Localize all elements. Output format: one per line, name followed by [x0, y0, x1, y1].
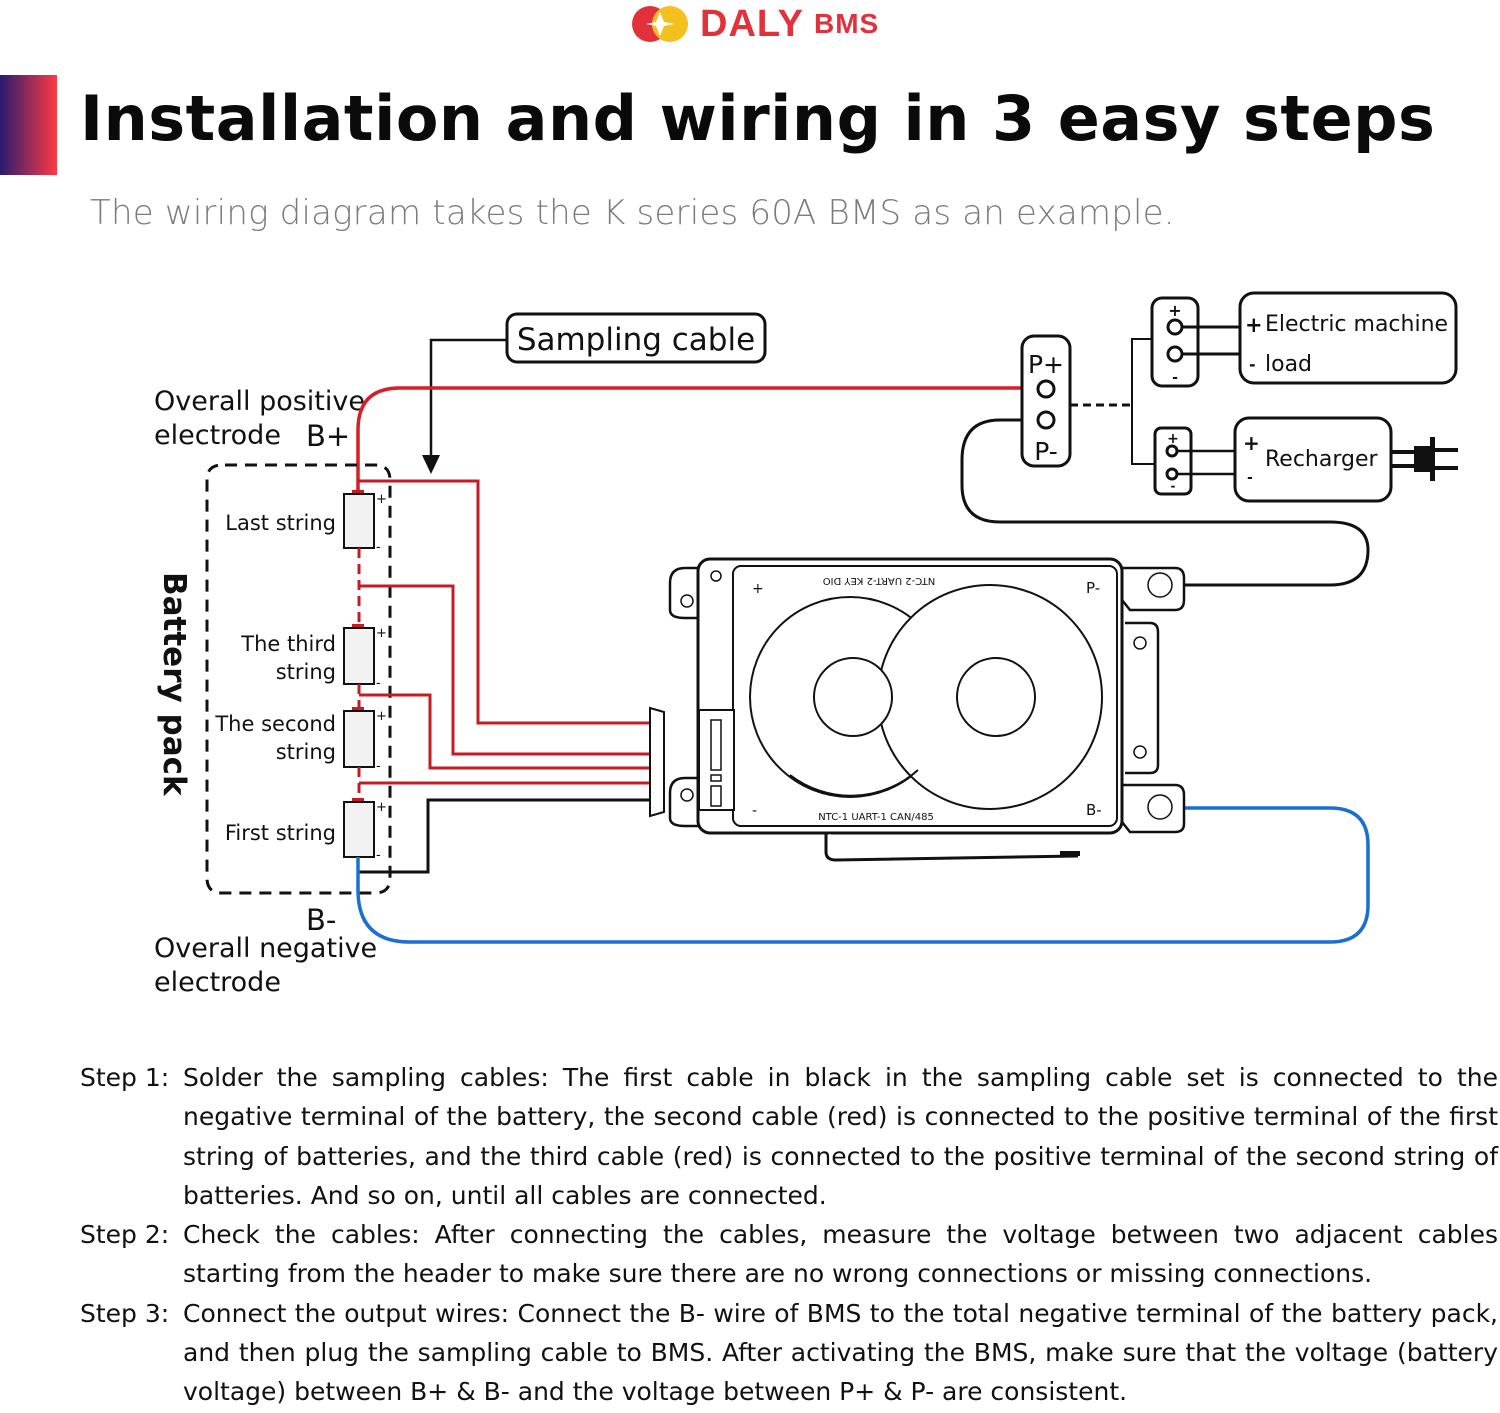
load-plus-label: +: [1245, 313, 1263, 337]
cell-minus-label: -: [376, 759, 381, 774]
sampling-cable-label-box: [505, 312, 767, 364]
charger-label: Recharger: [1265, 447, 1379, 472]
negative-main-wire: [356, 806, 1370, 944]
bms-bottom-port-label: NTC-1 UART-1 CAN/485: [818, 812, 934, 823]
sampling-plug: [649, 706, 665, 818]
step-text: Connect the output wires: Connect the B-…: [183, 1298, 1498, 1407]
bms-minus-label: -: [752, 803, 757, 819]
overall-negative-label-line1: Overall negative: [154, 933, 377, 964]
bms-board: + - P- B- NTC-2 UART-2 KEY DIO NTC-1 UAR…: [668, 557, 1186, 835]
charger-plus-label: +: [1243, 431, 1260, 455]
load-connector: + -: [1150, 296, 1241, 388]
overall-negative-label-line2: electrode: [154, 967, 281, 998]
cell-minus-label: -: [376, 848, 381, 863]
sampling-wire-1-black: [359, 798, 650, 874]
power-plug-icon: [1391, 437, 1458, 481]
bms-plus-label: +: [752, 581, 764, 597]
p-terminal-block: P+ P-: [1020, 334, 1072, 468]
load-label-line2: load: [1265, 352, 1312, 377]
p-minus-label: P-: [1034, 437, 1058, 466]
cell-label-line1: The third: [240, 632, 336, 656]
ntc-lead-tip: [1060, 851, 1080, 856]
step-1: Step 1: Solder the sampling cables: The …: [80, 1058, 1498, 1215]
brand-suffix: BMS: [813, 8, 880, 39]
cell-label-line2: string: [276, 740, 336, 764]
battery-cell-icon: [343, 710, 375, 768]
b-plus-label: B+: [306, 419, 350, 453]
cell-label: First string: [225, 821, 336, 845]
step-label: Step 2:: [80, 1220, 170, 1250]
battery-cell-icon: [343, 801, 375, 858]
cell-minus-label: -: [376, 676, 381, 691]
step-label: Step 3:: [80, 1298, 170, 1328]
positive-main-wire: [356, 386, 1046, 492]
p-minus-wire: [960, 418, 1370, 587]
title-accent-bar: [0, 75, 57, 175]
charger-minus-label: -: [1247, 470, 1253, 486]
electric-machine-load: + - Electric machine load: [1238, 291, 1458, 385]
cell-plus-label: +: [376, 800, 387, 815]
svg-text:-: -: [1172, 370, 1178, 386]
sampling-cable-callout: Sampling cable: [422, 312, 767, 474]
cell-first-string: + - First string: [225, 798, 387, 863]
brand-name: DALY: [700, 2, 804, 45]
cell-second-string: + - The second string: [214, 707, 387, 774]
cell-minus-label: -: [376, 540, 381, 555]
svg-text:+: +: [1167, 431, 1179, 447]
recharger: + - Recharger: [1233, 416, 1393, 503]
overall-positive-label-line1: Overall positive: [154, 386, 365, 417]
cell-plus-label: +: [376, 709, 387, 724]
cell-label: Last string: [225, 511, 336, 535]
p-plus-label: P+: [1028, 350, 1064, 379]
battery-pack-label: Battery pack: [156, 572, 192, 797]
step-text: Check the cables: After connecting the c…: [183, 1220, 1498, 1289]
sampling-wire-5: [358, 479, 650, 725]
cell-label-line1: The second: [214, 712, 336, 736]
battery-pack-outline: [205, 463, 392, 895]
wiring-diagram: Sampling cable Overall positive electrod…: [154, 291, 1458, 998]
step-label: Step 1:: [80, 1063, 170, 1092]
battery-cell-icon: [343, 627, 375, 685]
step-text: Solder the sampling cables: The first ca…: [183, 1063, 1498, 1210]
cell-label-line2: string: [276, 660, 336, 684]
sampling-wire-3: [359, 693, 650, 770]
sampling-cable-pointer: [429, 338, 507, 470]
charger-connector: + -: [1153, 426, 1236, 496]
p-plus-terminal: [1036, 379, 1056, 399]
load-label-line1: Electric machine: [1265, 312, 1448, 337]
svg-text:+: +: [1168, 301, 1181, 320]
svg-text:-: -: [1171, 479, 1176, 493]
page-subtitle: The wiring diagram takes the K series 60…: [90, 193, 1175, 233]
page-title: Installation and wiring in 3 easy steps: [80, 82, 1436, 155]
load-minus-label: -: [1249, 355, 1256, 374]
p-minus-terminal: [1036, 410, 1056, 430]
installation-steps: Step 1: Solder the sampling cables: The …: [80, 1058, 1498, 1412]
daly-logo-icon: [632, 6, 688, 42]
bms-p-minus-label: P-: [1086, 579, 1100, 597]
arrow-down-icon: [422, 455, 440, 474]
sampling-wires: [358, 479, 650, 785]
step-2: Step 2: Check the cables: After connecti…: [80, 1215, 1498, 1294]
sampling-wire-4: [359, 584, 650, 756]
sampling-cable-label: Sampling cable: [517, 322, 755, 358]
cell-last-string: + - Last string: [225, 490, 387, 555]
b-minus-label: B-: [306, 903, 336, 937]
cell-third-string: + - The third string: [240, 624, 387, 691]
brand-logo: DALY BMS: [630, 2, 879, 46]
bms-top-port-label: NTC-2 UART-2 KEY DIO: [823, 575, 936, 586]
cell-plus-label: +: [376, 626, 387, 641]
bms-b-minus-label: B-: [1086, 801, 1102, 819]
cell-plus-label: +: [376, 492, 387, 507]
output-bus: [1131, 338, 1157, 465]
step-3: Step 3: Connect the output wires: Connec…: [80, 1294, 1498, 1412]
overall-positive-label-line2: electrode: [154, 420, 281, 451]
ntc-lead-wire: [824, 834, 1079, 862]
battery-cell-icon: [343, 493, 375, 549]
